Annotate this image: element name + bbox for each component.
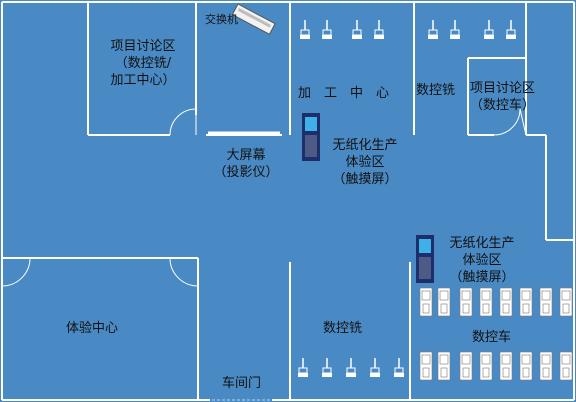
network-switch-icon <box>231 3 276 35</box>
machining-center-label: 加 工 中 心 <box>298 86 390 101</box>
cnc-mill-icon <box>428 20 438 39</box>
cnc-mill-icon <box>394 358 404 377</box>
cnc-lathe-icon <box>419 351 433 381</box>
cnc-mill-top-label: 数控铣 <box>416 83 456 98</box>
cnc-mill-icon <box>352 20 362 39</box>
cnc-mill-icon <box>298 358 308 377</box>
big-screen-label: 大屏幕 （投影仪） <box>213 148 279 180</box>
paperless-zone-2-label: 无纸化生产 体验区 （触摸屏） <box>449 236 515 285</box>
cnc-mill-icon <box>322 358 332 377</box>
cnc-lathe-icon <box>437 351 451 381</box>
cnc-lathe-icon <box>479 351 493 381</box>
cnc-lathe-icon <box>559 287 573 317</box>
cnc-lathe-icon <box>459 351 473 381</box>
cnc-lathe-icon <box>499 287 513 317</box>
experience-center-label: 体验中心 <box>66 321 119 336</box>
discussion-area-mill-label: 项目讨论区 （数控铣/ 加工中心） <box>110 39 176 88</box>
door-swings <box>1 108 527 287</box>
cnc-lathe-icon <box>539 287 553 317</box>
cnc-lathe-icon <box>499 351 513 381</box>
cnc-lathe-icon <box>539 351 553 381</box>
cnc-mill-icon <box>322 20 332 39</box>
cnc-mill-icon <box>300 20 310 39</box>
cnc-lathe-icon <box>559 351 573 381</box>
discussion-area-lathe-label: 项目讨论区 （数控车） <box>470 81 536 113</box>
cnc-lathe-icon <box>437 287 451 317</box>
cnc-mill-icon <box>506 20 516 39</box>
machines <box>298 20 573 381</box>
cnc-lathe-icon <box>479 287 493 317</box>
cnc-mill-icon <box>374 20 384 39</box>
cnc-mill-bottom-label: 数控铣 <box>323 321 363 336</box>
cnc-lathe-icon <box>459 287 473 317</box>
cnc-mill-icon <box>370 358 380 377</box>
cnc-lathe-label: 数控车 <box>472 330 512 345</box>
cnc-lathe-icon <box>419 287 433 317</box>
switch-label: 交换机 <box>205 13 238 26</box>
cnc-mill-icon <box>450 20 460 39</box>
cnc-mill-icon <box>346 358 356 377</box>
cnc-lathe-icon <box>519 351 533 381</box>
workshop-door-label: 车间门 <box>222 376 262 391</box>
cnc-lathe-icon <box>519 287 533 317</box>
touchscreen-kiosk-icon <box>416 235 434 283</box>
paperless-zone-1-label: 无纸化生产 体验区 （触摸屏） <box>332 138 398 187</box>
touchscreen-kiosk-icon <box>302 113 320 161</box>
cnc-mill-icon <box>484 20 494 39</box>
